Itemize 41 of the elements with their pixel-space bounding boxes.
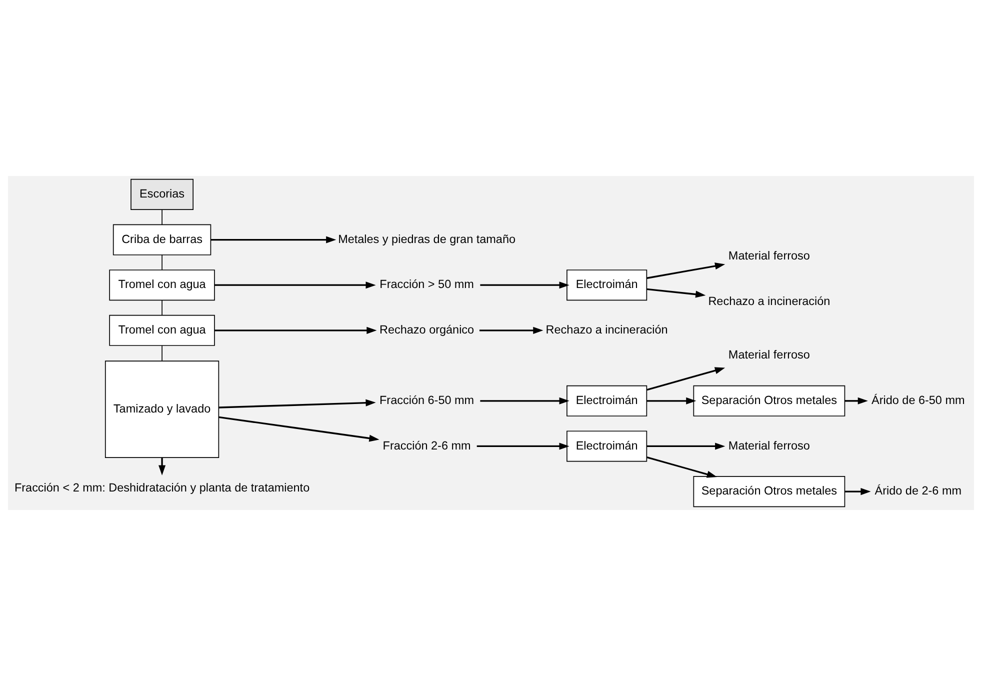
node-box: Electroimán (566, 270, 648, 301)
node-text: Metales y piedras de gran tamaño (338, 232, 516, 246)
node-text: Material ferroso (728, 439, 810, 452)
arrow (476, 442, 570, 450)
arrow (646, 456, 718, 478)
node-text: Material ferroso (728, 348, 810, 362)
arrow (479, 326, 544, 334)
arrow (218, 416, 380, 442)
arrow (646, 442, 726, 450)
arrow (218, 399, 376, 408)
arrow (844, 397, 868, 404)
node-box: Tromel con agua (109, 270, 215, 301)
arrow (646, 397, 696, 404)
node-box: Tamizado y lavado (104, 360, 220, 458)
node-text: Fracción > 50 mm (380, 278, 474, 292)
arrow (480, 397, 570, 404)
arrow (214, 282, 376, 289)
arrow (480, 282, 570, 289)
arrow (844, 488, 871, 496)
node-box: Criba de barras (112, 224, 212, 256)
node-text: Rechazo a incineración (546, 324, 668, 337)
node-text: Rechazo orgánico (380, 324, 474, 337)
node-text: Fracción 2-6 mm (382, 439, 471, 452)
arrow (158, 458, 166, 476)
node-box: Separación Otros metales (693, 385, 846, 416)
node-text: Rechazo a incineración (708, 294, 830, 308)
node-text: Árido de 2-6 mm (874, 484, 962, 498)
node-box: Electroimán (566, 430, 648, 462)
node-box: Electroimán (566, 385, 648, 416)
arrow (214, 326, 377, 334)
node-text: Material ferroso (728, 250, 810, 263)
arrow (646, 288, 706, 298)
arrow (210, 236, 336, 244)
node-text: Fracción < 2 mm: Deshidratación y planta de tratamiento (14, 481, 310, 494)
node-text: Fracción 6-50 mm (380, 394, 474, 408)
node-box: Escorias (130, 178, 194, 210)
arrow (646, 367, 726, 391)
node-box: Separación Otros metales (693, 476, 846, 508)
arrow (646, 262, 726, 279)
node-box: Tromel con agua (109, 314, 215, 346)
node-text: Árido de 6-50 mm (872, 394, 965, 408)
